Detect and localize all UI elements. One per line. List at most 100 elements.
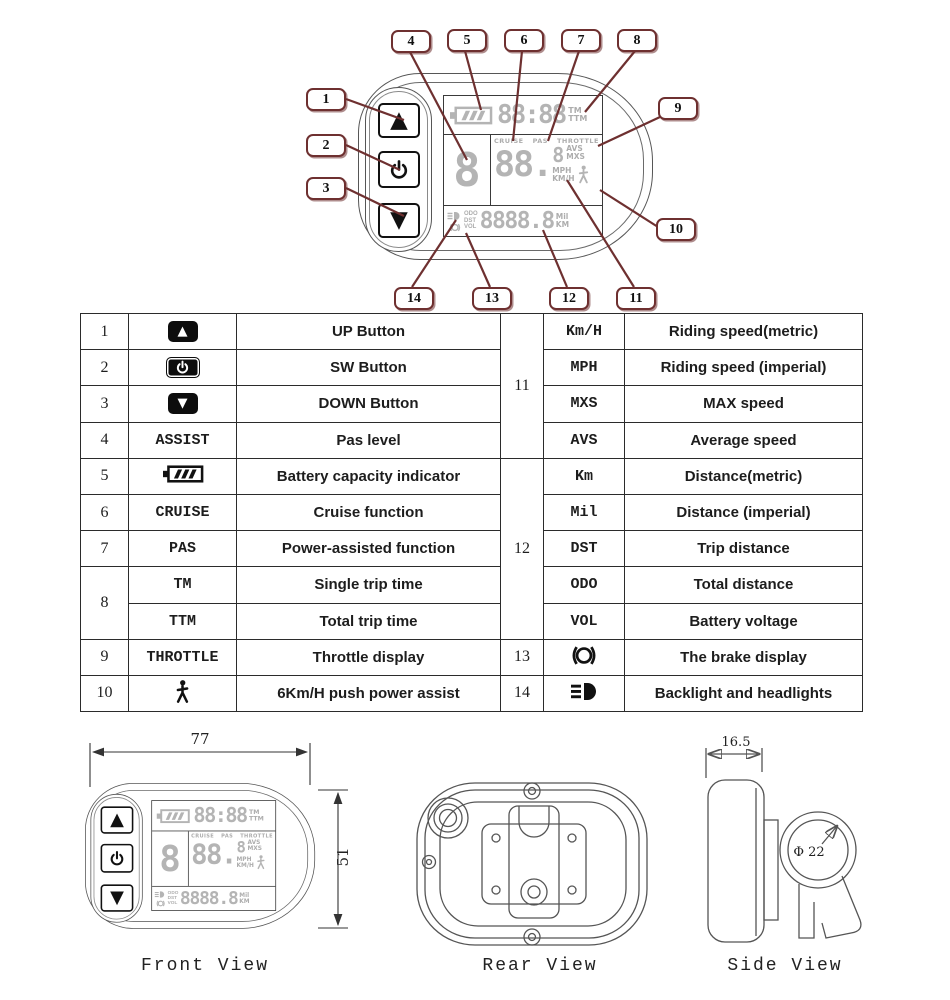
down-button-cell: ▼ [128, 385, 237, 423]
row-label: PAS [128, 530, 237, 568]
lcd-middle-row: 8 CRUISE PAS THROTTLE 88. 8 [152, 831, 276, 887]
row-desc: DOWN Button [236, 385, 501, 423]
row-desc: Riding speed(metric) [624, 312, 863, 351]
callout-3: 3 [306, 177, 346, 200]
brake-icon [156, 900, 165, 907]
row-label: Km/H [543, 312, 625, 351]
vol-label: VOL [464, 224, 477, 231]
dst-label: DST [167, 895, 178, 901]
table-row: TTM Total trip time VOL Battery voltage [81, 602, 863, 640]
row-num: 2 [80, 349, 129, 387]
battery-icon [162, 465, 203, 483]
assist-level-digit: 8 [453, 143, 481, 197]
callout-12: 12 [549, 287, 589, 310]
table-row: 6 CRUISE Cruise function Mil Distance (i… [80, 493, 863, 532]
tm-label: TM [249, 808, 260, 816]
row-num: 5 [80, 457, 129, 495]
mph-label: MPH [236, 855, 252, 863]
mil-label: Mil [239, 891, 250, 899]
row-desc: MAX speed [624, 385, 863, 423]
row-label: Mil [543, 493, 625, 532]
pas-label: PAS [532, 137, 548, 145]
row-desc: Average speed [624, 421, 863, 459]
battery-icon [156, 808, 190, 823]
side-view-drawing: 16.5 Φ 22 [705, 735, 862, 943]
row-desc: Backlight and headlights [624, 674, 863, 713]
pas-label: PAS [221, 832, 234, 840]
up-arrow-icon: ▲ [167, 321, 198, 343]
row-num: 7 [80, 530, 129, 568]
lcd-top-row: 88:88 TM TTM [444, 96, 602, 135]
lcd-middle-row: 8 CRUISE PAS THROTTLE 88. 8 [444, 135, 602, 206]
button-panel: ▲ ▼ [90, 793, 143, 923]
legend-table: 1 ▲ UP Button 11 Km/H Riding speed(metri… [80, 312, 863, 713]
down-button: ▼ [378, 203, 420, 238]
row-label: TTM [128, 602, 237, 640]
row-label: ODO [543, 566, 625, 604]
row-label: VOL [543, 602, 625, 640]
row-label: DST [543, 530, 625, 568]
row-desc: Battery capacity indicator [236, 457, 501, 495]
callout-11: 11 [616, 287, 656, 310]
headlight-icon [154, 891, 165, 898]
callout-10: 10 [656, 218, 696, 241]
row-num: 13 [500, 638, 544, 676]
callout-13: 13 [472, 287, 512, 310]
callout-7: 7 [561, 29, 601, 52]
row-num: 12 [500, 457, 544, 640]
row-desc: Distance(metric) [624, 457, 863, 495]
clamp-ring-inner [787, 819, 849, 881]
table-row: 2 SW Button MPH Riding speed (imperial) [80, 349, 863, 387]
down-arrow-icon: ▼ [390, 207, 408, 233]
odometer-digits: 8888.8 [479, 207, 556, 234]
down-button: ▼ [100, 884, 134, 912]
row-desc: Power-assisted function [236, 530, 501, 568]
callout-1: 1 [306, 88, 346, 111]
row-desc: Trip distance [624, 530, 863, 568]
trip-time-digits: 88:88 [193, 804, 248, 828]
front-view-drawing: ▲ ▼ 88:88 TM [85, 783, 316, 929]
power-icon [165, 356, 200, 378]
km-label: KM [555, 220, 570, 229]
table-row: 9 THROTTLE Throttle display 13 The brake… [80, 638, 863, 676]
power-icon [110, 850, 124, 866]
lcd-screen: 88:88 TM TTM 8 CRUISE PAS THROTTLE [443, 95, 603, 237]
table-row: 10 6Km/H push power assist 14 Backlight … [80, 674, 863, 713]
row-label: AVS [543, 421, 625, 459]
row-label: THROTTLE [128, 638, 237, 676]
mxs-label: MXS [566, 152, 585, 161]
power-button-cell [128, 349, 237, 387]
row-num: 10 [80, 674, 129, 713]
row-num: 9 [80, 638, 129, 676]
row-desc: The brake display [624, 638, 863, 676]
side-view-caption: Side View [727, 956, 843, 976]
row-label: Km [543, 457, 625, 495]
row-num: 14 [500, 674, 544, 713]
assist-level-digit: 8 [159, 837, 181, 880]
row-num: 3 [80, 385, 129, 423]
row-desc: Throttle display [236, 638, 501, 676]
mil-label: Mil [555, 212, 569, 221]
row-num: 4 [80, 421, 129, 459]
row-desc: Distance (imperial) [624, 493, 863, 532]
row-label: TM [128, 566, 237, 604]
headlight-icon [447, 211, 460, 220]
mounting-plate [481, 823, 587, 905]
odometer-digits: 8888.8 [179, 887, 239, 909]
cruise-label: CRUISE [191, 832, 215, 840]
row-desc: Single trip time [236, 566, 501, 604]
lcd-display-unit-diagram: ▲ ▼ 88:88 TM [358, 73, 653, 260]
side-depth-dimension: 16.5 [722, 735, 751, 750]
headlight-cell [543, 674, 625, 713]
up-arrow-icon: ▲ [110, 809, 124, 830]
pas-level-cell: 8 [152, 831, 189, 886]
row-label: CRUISE [128, 493, 237, 532]
battery-icon [450, 106, 493, 124]
up-button-cell: ▲ [128, 312, 237, 351]
table-row: 8 TM Single trip time ODO Total distance [80, 566, 863, 640]
brake-icon [449, 223, 460, 231]
speed-digits: 88. [494, 145, 553, 185]
lcd-bottom-row: ODO DST VOL 8888.8 Mil KM [152, 887, 275, 910]
table-row: 5 Battery capacity indicator 12 Km Dista… [80, 457, 863, 640]
